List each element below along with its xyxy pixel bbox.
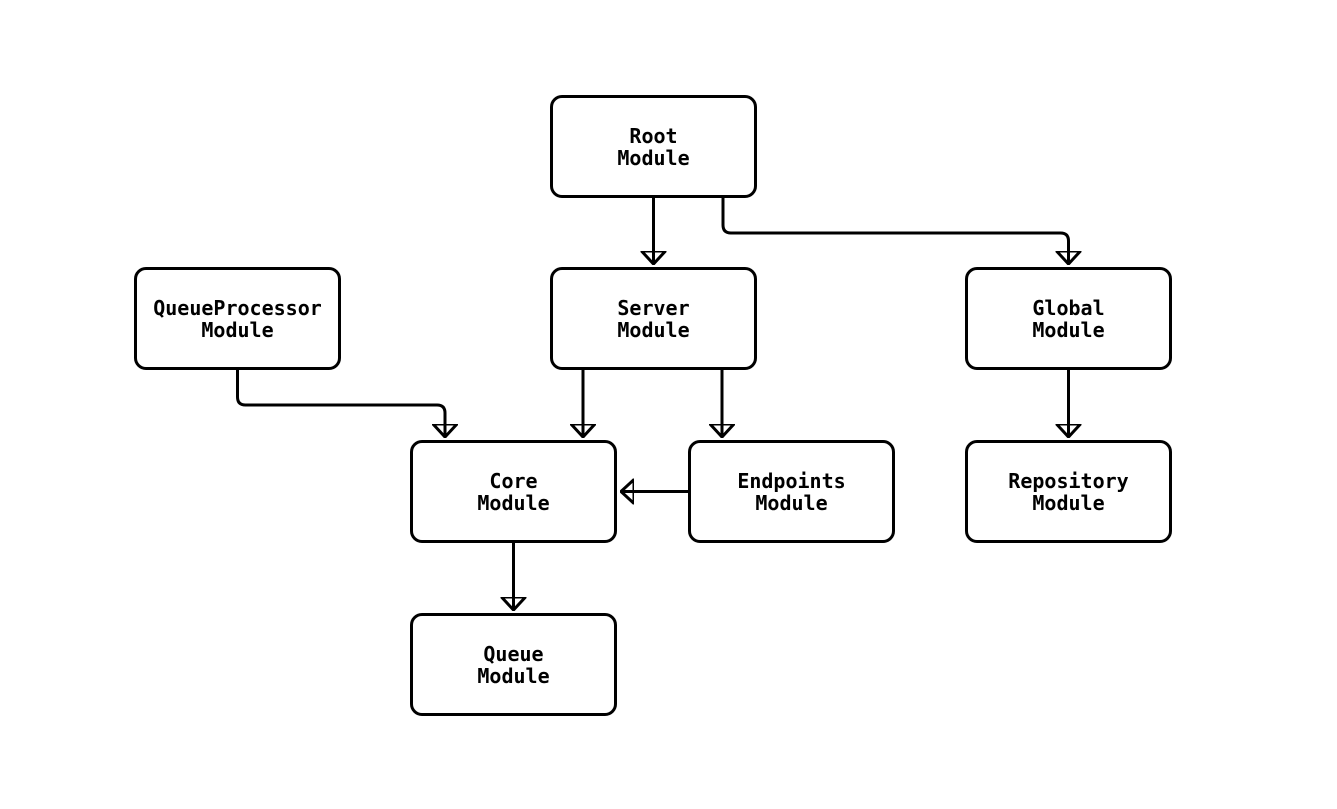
node-label-line: Core bbox=[489, 468, 538, 493]
node-label-line: Module bbox=[1032, 317, 1105, 342]
node-label-line: Module bbox=[617, 145, 690, 170]
node-label-line: QueueProcessor bbox=[153, 295, 322, 320]
node-root-module: Root Module bbox=[550, 95, 757, 198]
node-queueprocessor-module: QueueProcessor Module bbox=[134, 267, 341, 370]
node-core-module: Core Module bbox=[410, 440, 617, 543]
node-label-line: Repository bbox=[1008, 468, 1129, 493]
node-label-line: Module bbox=[1032, 490, 1105, 515]
node-label-line: Queue bbox=[483, 641, 544, 666]
edge-queueprocessor-core bbox=[236, 370, 446, 437]
node-label-line: Root bbox=[629, 123, 678, 148]
node-endpoints-module: Endpoints Module bbox=[688, 440, 895, 543]
edge-root-global bbox=[721, 198, 1069, 264]
node-label-line: Module bbox=[477, 663, 550, 688]
node-repository-module: Repository Module bbox=[965, 440, 1172, 543]
node-label-line: Module bbox=[477, 490, 550, 515]
node-label-line: Endpoints bbox=[737, 468, 846, 493]
node-label-line: Global bbox=[1032, 295, 1105, 320]
node-label-line: Server bbox=[617, 295, 690, 320]
node-label-line: Module bbox=[617, 317, 690, 342]
node-global-module: Global Module bbox=[965, 267, 1172, 370]
node-label-line: Module bbox=[201, 317, 274, 342]
node-queue-module: Queue Module bbox=[410, 613, 617, 716]
node-server-module: Server Module bbox=[550, 267, 757, 370]
node-label-line: Module bbox=[755, 490, 828, 515]
